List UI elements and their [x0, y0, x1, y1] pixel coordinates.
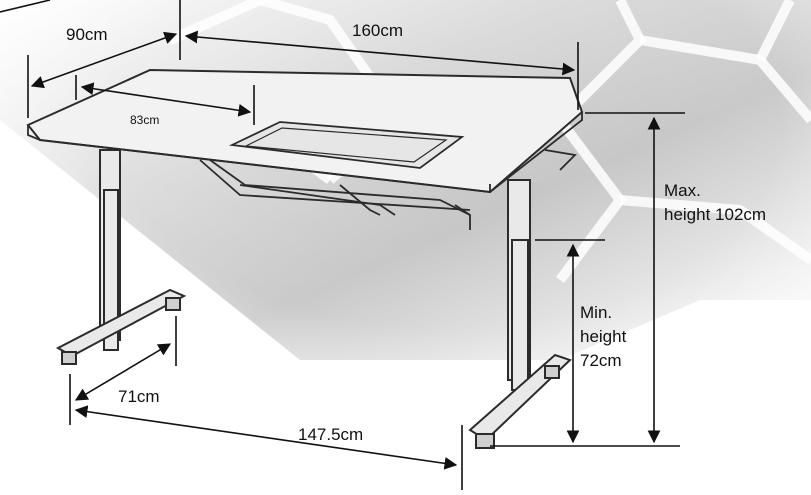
depth-dimension-arrow	[30, 31, 178, 89]
width-dimension-arrow	[184, 30, 576, 76]
left-back-caster	[165, 297, 181, 311]
min-height-label-line3: 72cm	[580, 351, 622, 370]
min-height-label-line1: Min.	[580, 303, 612, 322]
machine-cutout	[228, 121, 465, 169]
max-height-label-line2: height 102cm	[664, 205, 766, 224]
left-front-caster	[61, 351, 77, 365]
right-front-caster	[475, 433, 495, 449]
dimension-lines	[0, 0, 685, 490]
foot-depth-dimension-arrow	[74, 343, 172, 401]
min-height-label-line2: height	[580, 327, 627, 346]
table-illustration	[26, 68, 584, 449]
cutout-dimension-arrow	[80, 82, 252, 117]
foot-depth-label: 71cm	[118, 387, 160, 406]
depth-label: 90cm	[66, 25, 108, 44]
width-label: 160cm	[352, 21, 403, 40]
dimension-labels: 90cm 160cm 83cm Max. height 102cm Min. h…	[66, 21, 766, 444]
foot-span-dimension-arrow	[74, 405, 458, 470]
foot-span-label: 147.5cm	[298, 425, 363, 444]
cutout-offset-label: 83cm	[130, 113, 159, 127]
right-back-caster	[544, 365, 560, 379]
right-leg-inner	[511, 239, 529, 391]
max-height-label-line1: Max.	[664, 181, 701, 200]
